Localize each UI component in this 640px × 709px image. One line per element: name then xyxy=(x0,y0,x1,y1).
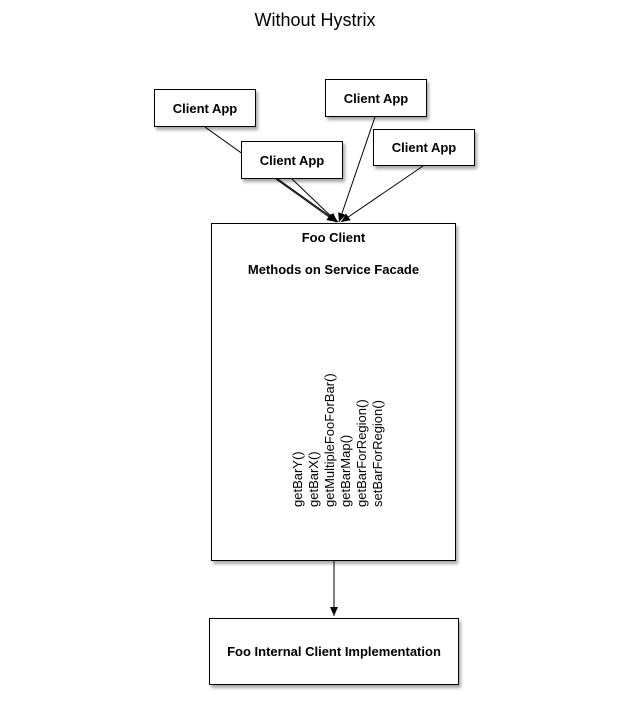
foo-client-subtitle: Methods on Service Facade xyxy=(247,262,420,277)
client-app-label: Client App xyxy=(172,100,238,116)
arrow-client-app-2a-to-foo-client xyxy=(275,178,337,223)
client-app-box-4: Client App xyxy=(373,129,475,166)
methods-list: getBarY() getBarX() getMultipleFooForBar… xyxy=(212,224,455,560)
method-label: getBarForRegion() xyxy=(354,399,369,507)
client-app-label: Client App xyxy=(391,140,457,155)
method-label: getMultipleFooForBar() xyxy=(322,373,337,507)
client-app-box-3: Client App xyxy=(325,79,427,117)
implementation-box: Foo Internal Client Implementation xyxy=(209,618,459,685)
foo-client-title: Foo Client xyxy=(301,230,366,245)
client-app-label: Client App xyxy=(343,90,409,106)
diagram-title: Without Hystrix xyxy=(254,10,376,30)
arrow-client-app-3-to-foo-client xyxy=(338,116,376,223)
arrow-client-app-4-to-foo-client xyxy=(340,165,424,223)
client-app-box-2: Client App xyxy=(241,141,343,179)
foo-client-box: Foo Client Methods on Service Facade get… xyxy=(211,223,456,561)
method-label: setBarForRegion() xyxy=(370,400,385,507)
method-label: getBarY() xyxy=(290,451,305,507)
method-label: getBarMap() xyxy=(338,434,353,507)
arrow-client-app-2b-to-foo-client xyxy=(291,178,338,223)
client-app-label: Client App xyxy=(259,152,325,168)
implementation-label: Foo Internal Client Implementation xyxy=(227,644,441,659)
client-app-box-1: Client App xyxy=(154,89,256,127)
method-label: getBarX() xyxy=(306,451,321,507)
